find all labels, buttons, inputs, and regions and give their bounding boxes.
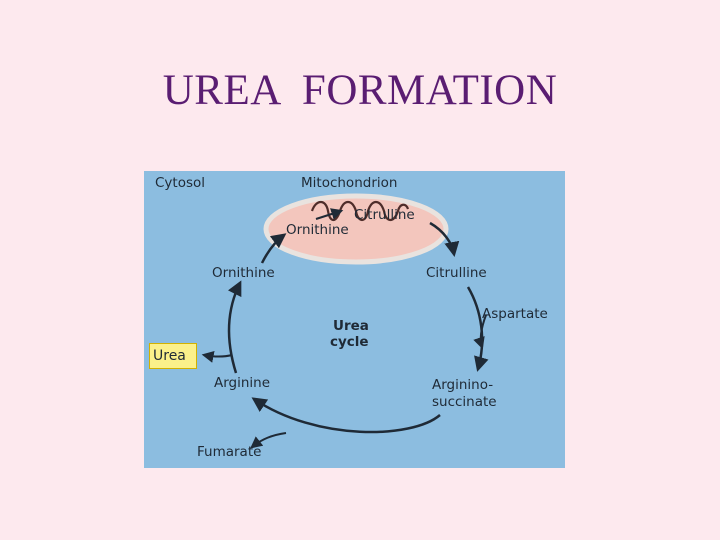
fumarate-output-arrow: [250, 432, 287, 449]
fumarate-label: Fumarate: [197, 444, 262, 460]
aspartate-input-arrow: [473, 314, 487, 350]
argininosuccinate-label-line2: succinate: [432, 394, 497, 410]
ornithine-label: Ornithine: [212, 265, 275, 281]
mito-citrulline-label: Citrulline: [354, 207, 415, 223]
cycle-arrow-ornithine-to-mito: [260, 233, 287, 264]
slide-title: UREA FORMATION: [162, 67, 558, 114]
mitochondrion: [263, 193, 449, 265]
urea-cycle-label-line1: Urea: [333, 318, 369, 334]
cycle-arrow-argininosuccinate-to-arginine: [251, 397, 441, 434]
cycle-arrow-citrulline-to-argininosuccinate: [466, 286, 489, 372]
mitochondrion-cristae: [310, 200, 410, 222]
mito-arrow: [315, 208, 344, 220]
cycle-arrow-mito-to-citrulline: [429, 221, 460, 257]
cycle-arrow-arginine-to-ornithine: [227, 280, 242, 374]
argininosuccinate-label-line1: Arginino-: [432, 377, 494, 393]
aspartate-label: Aspartate: [482, 306, 548, 322]
mito-ornithine-label: Ornithine: [286, 222, 349, 238]
cytosol-label: Cytosol: [155, 175, 206, 191]
citrulline-label: Citrulline: [426, 265, 487, 281]
diagram-graphics: [201, 193, 489, 449]
urea-output-arrow: [201, 350, 233, 363]
mitochondrion-label: Mitochondrion: [301, 175, 398, 191]
urea-cycle-diagram: Cytosol Mitochondrion Citrulline Ornithi…: [144, 171, 565, 468]
arginine-label: Arginine: [214, 375, 271, 391]
urea-cycle-label-line2: cycle: [330, 334, 369, 350]
urea-product-box: Urea: [149, 343, 197, 369]
